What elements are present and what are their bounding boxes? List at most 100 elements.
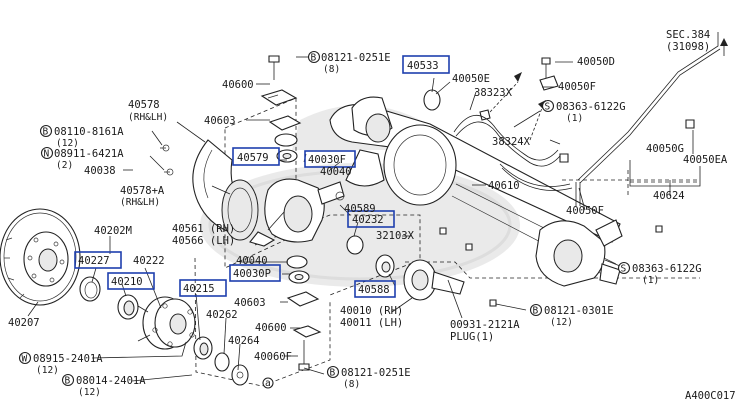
highlight-40030P [229, 264, 281, 282]
label-40578-sub: (RH&LH) [128, 112, 168, 123]
label-08121-0301E-qty: (12) [550, 317, 573, 328]
label-40232: 40232 [352, 214, 384, 226]
steering-knuckle [249, 178, 345, 247]
label-40050F-bot: 40050F [566, 205, 604, 217]
label-40588: 40588 [358, 284, 390, 296]
label-08363-6122G-top-qty: (1) [566, 113, 583, 124]
label-40603-bot: 40603 [234, 297, 266, 309]
label-40011: 40011 (LH) [340, 317, 403, 329]
bolt-symbol-left-letter: B [43, 127, 49, 138]
bolt-symbol-right-letter: B [533, 306, 539, 317]
bolt-symbol-top-letter: B [311, 53, 317, 64]
part-labels: SEC.384 (31098) 08121-0251E (8) 40600 40… [8, 29, 736, 402]
label-40207: 40207 [8, 317, 40, 329]
seal-40227 [79, 276, 101, 302]
label-40040-bot: 40040 [236, 255, 268, 267]
washer-symbol-letter: W [22, 354, 28, 365]
hub-cap-parts: a [214, 352, 274, 389]
label-08363-6122G-bot-qty: (1) [642, 275, 659, 286]
part-symbols: B S B N S B W B B [18, 50, 631, 387]
highlight-40232 [347, 210, 395, 228]
label-40533: 40533 [407, 60, 439, 72]
label-40561: 40561 (RH) [172, 223, 235, 235]
label-40030P: 40030P [233, 268, 271, 280]
dust-shield [192, 139, 259, 241]
screw-symbol-top [541, 99, 555, 113]
label-40589: 40589 [344, 203, 376, 215]
label-sec-ref: SEC.384 [666, 29, 710, 41]
label-08911-6421A-qty: (2) [56, 160, 73, 171]
bolt-symbol-bottom-left-letter: B [65, 376, 71, 387]
label-40050EA: 40050EA [683, 154, 728, 166]
label-08121-0251E-top-qty: (8) [323, 64, 340, 75]
label-40600-bot: 40600 [255, 322, 287, 334]
label-40600-top: 40600 [222, 79, 254, 91]
screw-symbol-bottom [617, 261, 631, 275]
label-32103X: 32103X [376, 230, 415, 242]
bolt-symbol-left [39, 124, 53, 138]
king-pin-top-assembly [260, 55, 302, 163]
label-08915-2401A: 08915-2401A [33, 353, 103, 365]
right-knuckle [535, 219, 623, 287]
label-00931-2121A: 00931-2121A [450, 319, 520, 331]
brake-rotor [0, 208, 81, 306]
label-40050E: 40050E [452, 73, 490, 85]
label-38323X: 38323X [474, 87, 513, 99]
spindle [346, 235, 465, 301]
highlight-40588 [354, 280, 396, 298]
label-40578A-sub: (RH&LH) [120, 197, 160, 208]
highlight-40579 [232, 147, 280, 166]
label-38324X: 38324X [492, 136, 531, 148]
screw-symbol-bottom-letter: S [621, 264, 627, 275]
highlight-40533 [402, 55, 450, 74]
label-40610: 40610 [488, 180, 520, 192]
label-08121-0251E-bot-qty: (8) [343, 379, 360, 390]
callout-letter-a: a [265, 378, 271, 389]
axle-housing [329, 96, 621, 275]
label-40566: 40566 (LH) [172, 235, 235, 247]
label-40578A: 40578+A [120, 185, 165, 197]
label-08121-0251E-bot: 08121-0251E [341, 367, 411, 379]
label-40264: 40264 [228, 335, 260, 347]
bearing-40215 [193, 336, 213, 360]
label-08110-8161A: 08110-8161A [54, 126, 124, 138]
label-08014-2401A: 08014-2401A [76, 375, 146, 387]
label-40050G: 40050G [646, 143, 684, 155]
highlight-boxes [74, 55, 450, 298]
label-40050F-top: 40050F [558, 81, 596, 93]
label-40227: 40227 [78, 255, 110, 267]
label-08110-8161A-qty: (12) [56, 138, 79, 149]
label-40210: 40210 [111, 276, 143, 288]
highlight-40030F [304, 150, 356, 168]
label-40030F: 40030F [308, 154, 346, 166]
label-08915-2401A-qty: (12) [36, 365, 59, 376]
washer-symbol [18, 351, 32, 365]
label-40038: 40038 [84, 165, 116, 177]
bolt-symbol-bottom-left [61, 373, 75, 387]
label-08911-6421A: 08911-6421A [54, 148, 124, 160]
bolt-symbol-bottom-letter: B [330, 368, 336, 379]
direction-arrows [489, 38, 728, 141]
label-40579: 40579 [237, 152, 269, 164]
screw-symbol-top-letter: S [545, 102, 551, 113]
bolt-symbol-top [307, 50, 321, 64]
label-40578: 40578 [128, 99, 160, 111]
bolt-symbol-right [529, 303, 543, 317]
label-40010: 40010 (RH) [340, 305, 403, 317]
bolt-symbol-bottom [326, 365, 340, 379]
bearing-40210 [117, 294, 139, 320]
leader-lines [27, 56, 701, 382]
label-sec-sub: (31098) [666, 41, 710, 53]
brake-lines [453, 32, 721, 206]
highlight-40227 [74, 251, 122, 269]
label-40624: 40624 [653, 190, 685, 202]
label-00931-plug: PLUG(1) [450, 331, 494, 343]
king-pin-bottom-assembly [286, 255, 322, 371]
nut-symbol-left [40, 146, 54, 160]
label-40202M: 40202M [94, 225, 132, 237]
label-40603-top: 40603 [204, 115, 236, 127]
right-side-small-parts [160, 57, 695, 307]
highlight-40215 [179, 279, 227, 297]
label-40060F: 40060F [254, 351, 292, 363]
